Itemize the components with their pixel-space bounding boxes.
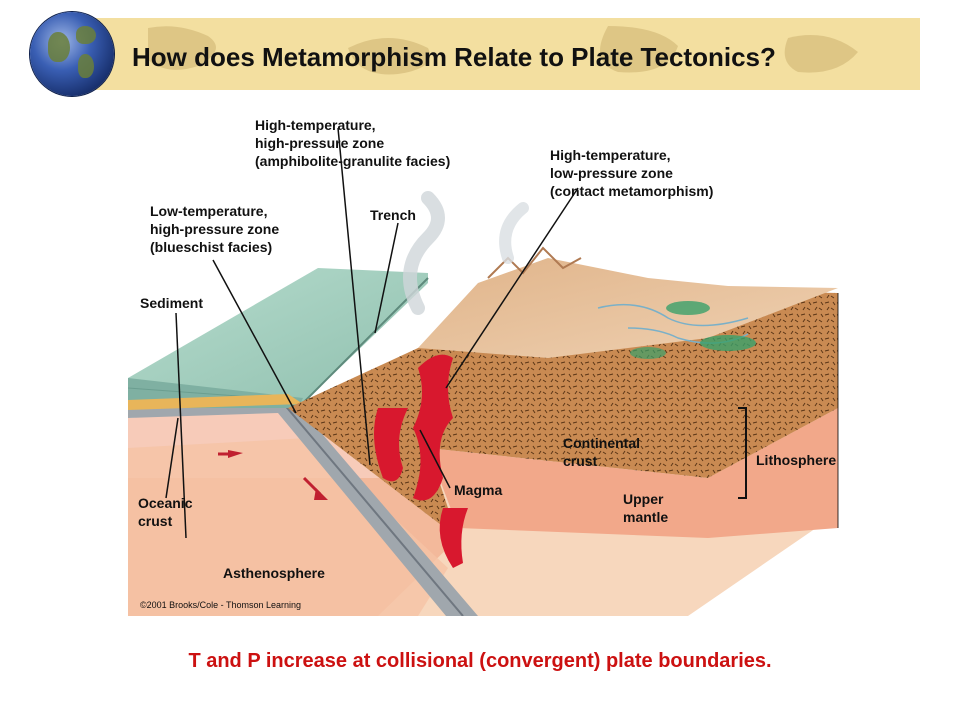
oceanic-crust-label-1: Oceanic — [138, 495, 193, 511]
caption: T and P increase at collisional (converg… — [188, 650, 772, 672]
continental-crust-label-2: crust — [563, 453, 598, 469]
world-map-texture — [148, 26, 858, 75]
sediment-layer — [128, 394, 303, 410]
magma-label: Magma — [454, 482, 502, 498]
lithosphere-label: Lithosphere — [756, 452, 836, 468]
hthp-label-3: (amphibolite-granulite facies) — [255, 153, 450, 169]
asthenosphere-label: Asthenosphere — [223, 565, 325, 581]
land-surface — [418, 258, 838, 358]
title-banner — [88, 18, 920, 90]
volcano-steam — [403, 191, 445, 315]
page-title: How does Metamorphism Relate to Plate Te… — [132, 42, 776, 72]
ocean-surface — [128, 268, 428, 408]
hthp-label-1: High-temperature, — [255, 117, 376, 133]
upper-mantle-label-2: mantle — [623, 509, 668, 525]
upper-mantle-layer — [428, 408, 838, 538]
lthp-label-2: high-pressure zone — [150, 221, 279, 237]
sediment-label: Sediment — [140, 295, 203, 311]
htlp-label-1: High-temperature, — [550, 147, 671, 163]
continental-crust-label-1: Continental — [563, 435, 640, 451]
hthp-label-2: high-pressure zone — [255, 135, 384, 151]
copyright-text: ©2001 Brooks/Cole - Thomson Learning — [140, 600, 301, 610]
lthp-label-1: Low-temperature, — [150, 203, 267, 219]
upper-mantle-label-1: Upper — [623, 491, 664, 507]
htlp-label-2: low-pressure zone — [550, 165, 673, 181]
trench-label: Trench — [370, 207, 416, 223]
magma-body — [413, 354, 453, 501]
globe-icon — [30, 12, 114, 96]
lthp-label-3: (blueschist facies) — [150, 239, 272, 255]
htlp-label-3: (contact metamorphism) — [550, 183, 713, 199]
oceanic-crust-label-2: crust — [138, 513, 173, 529]
lithosphere-bracket — [738, 407, 747, 499]
subduction-zone-diagram: High-temperature, high-pressure zone (am… — [128, 117, 839, 616]
